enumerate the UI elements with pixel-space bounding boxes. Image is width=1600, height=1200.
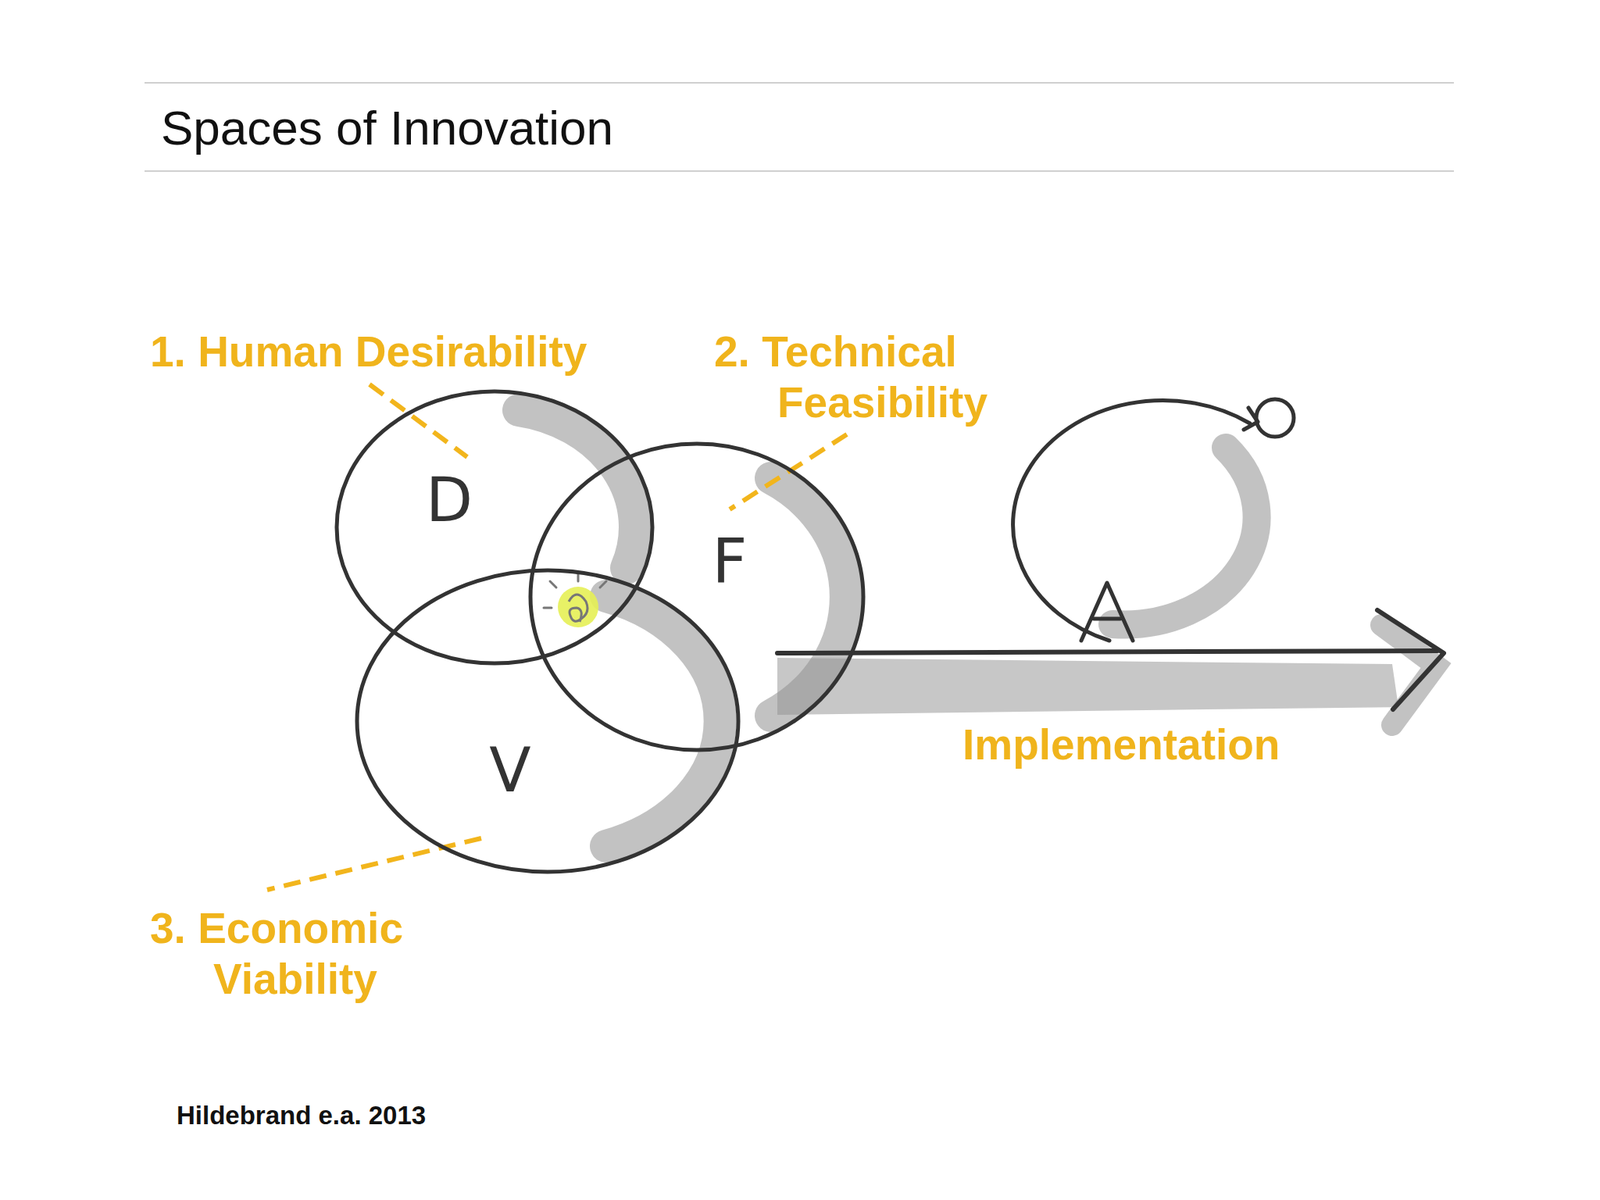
implementation-arrow: [777, 610, 1444, 710]
circle-outline: [332, 386, 658, 668]
venn-circle: F: [525, 439, 868, 755]
circle-stroke: [357, 570, 739, 872]
circle-letter: D: [425, 469, 473, 531]
circle-outline: [525, 439, 868, 755]
circle-stroke: [336, 391, 653, 664]
source-caption: Hildebrand e.a. 2013: [176, 1100, 426, 1132]
title-rule: [144, 82, 1454, 84]
circle-stroke: [530, 443, 864, 750]
slide-title: Spaces of Innovation: [160, 100, 614, 156]
circle-outline: [352, 565, 743, 877]
title-rule: [144, 170, 1454, 172]
callout-label: 1. Human Desirability: [150, 326, 587, 378]
callout-label: 2. Technical Feasibility: [714, 326, 1004, 429]
circle-letter: F: [712, 530, 748, 592]
iteration-loop: [1013, 399, 1294, 641]
lightbulb-icon: [543, 571, 607, 628]
callout-label: 3. Economic Viability: [150, 903, 440, 1005]
circle-letter: V: [489, 739, 531, 801]
callout-label: Implementation: [962, 719, 1280, 771]
marker-shading: [518, 410, 1436, 847]
arrow-shading: [777, 657, 1399, 715]
venn-circle: D: [332, 386, 658, 668]
venn-circle: V: [352, 565, 743, 877]
leader-line: [267, 384, 847, 890]
